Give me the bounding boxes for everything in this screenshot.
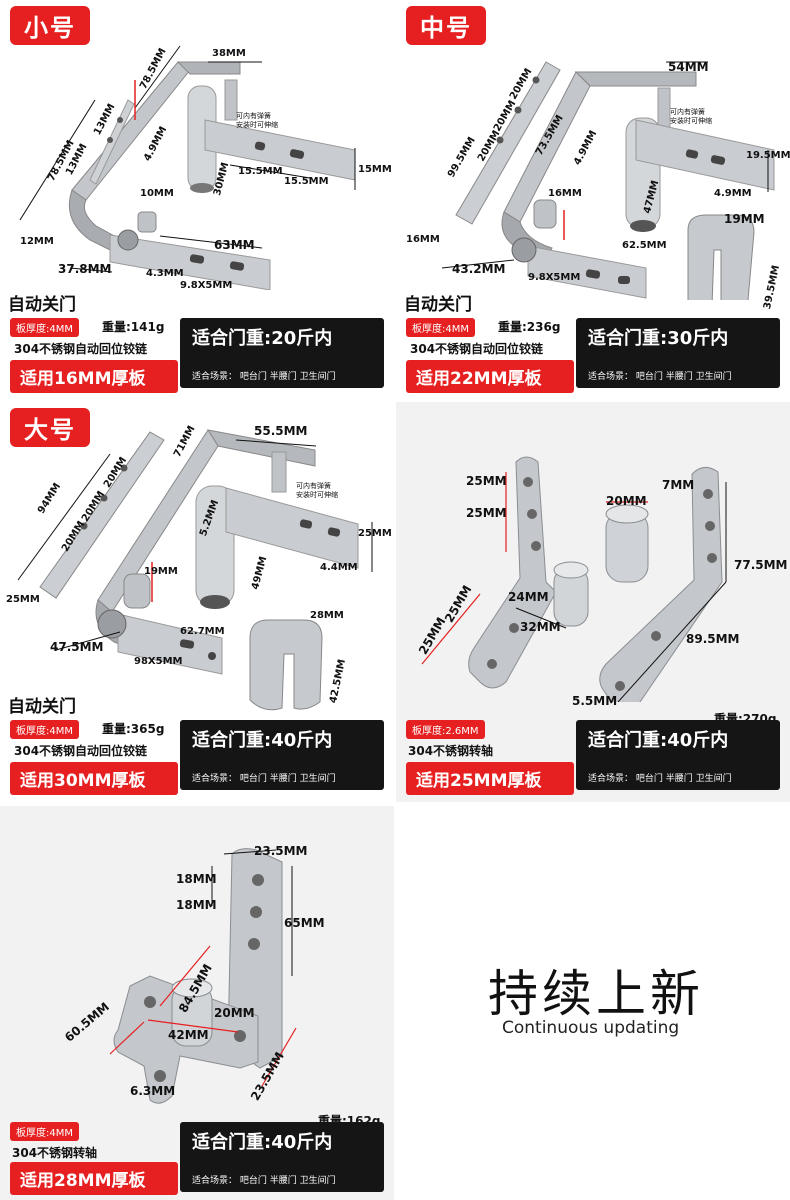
dim-label: 47.5MM [50,640,104,654]
dim-label: 5.5MM [572,694,618,708]
dim-label: 25MM [466,474,507,488]
dim-label: 15MM [358,164,392,175]
model-label: 304不锈钢自动回位铰链 [410,342,544,356]
dim-label: 77.5MM [734,558,788,572]
model-label: 304不锈钢转轴 [408,744,494,758]
dim-label: 25MM [466,506,507,520]
board-banner: 适用30MM厚板 [10,762,178,795]
dim-label: 16MM [406,234,440,245]
dim-label: 19.5MM [746,150,790,161]
product-title: 自动关门 [8,697,76,717]
dim-label: 65MM [284,916,325,930]
scene-label: 适合场景： 吧台门 半腰门 卫生间门 [192,372,336,382]
panel-medium: 中号 54MM 99.5MM 20MM 20MM 20MM 73.5MM 4.9… [396,0,790,400]
thickness-tag: 板厚度:4MM [10,720,79,739]
door-weight-box: 适合门重:40斤内 适合场景： 吧台门 半腰门 卫生间门 [180,720,384,790]
dim-label: 10MM [140,188,174,199]
door-weight: 适合门重:40斤内 [192,730,333,751]
dim-label: 9.8X5MM [180,280,233,291]
dim-label: 20MM [606,494,647,508]
dim-label: 98X5MM [134,656,183,667]
weight-label: 重量:236g [498,320,561,334]
door-weight: 适合门重:40斤内 [588,730,729,751]
pivot-illustration [421,456,727,702]
door-weight-box: 适合门重:40斤内 适合场景： 吧台门 半腰门 卫生间门 [180,1122,384,1192]
dim-label: 37.8MM [58,262,112,276]
panel-updating: 持续上新 Continuous updating [396,806,790,1200]
panel-large: 大号 71MM 55.5MM 94MM 20MM 20MM 20MM 5.2MM… [0,402,394,802]
dim-label: 20MM [214,1006,255,1020]
board-banner: 适用22MM厚板 [406,360,574,393]
updating-title: 持续上新 [488,965,704,1023]
spring-note: 可内有弹簧 安装时可伸缩 [670,108,712,125]
spring-note: 可内有弹簧 安装时可伸缩 [296,482,338,499]
product-title: 自动关门 [404,295,472,315]
dim-label: 89.5MM [686,632,740,646]
spring-note: 可内有弹簧 安装时可伸缩 [236,112,278,129]
dim-label: 25MM [6,594,40,605]
panel-pivot-a: 25MM 25MM 20MM 7MM 77.5MM 25MM 24MM 25MM… [396,402,790,802]
panel-pivot-b: 23.5MM 18MM 18MM 65MM 84.5MM 20MM 42MM 6… [0,806,394,1200]
scene-label: 适合场景： 吧台门 半腰门 卫生间门 [192,774,336,784]
thickness-tag: 板厚度:4MM [10,318,79,337]
hinge-illustration [441,61,775,300]
dim-label: 7MM [662,478,695,492]
door-weight-box: 适合门重:30斤内 适合场景： 吧台门 半腰门 卫生间门 [576,318,780,388]
model-label: 304不锈钢自动回位铰链 [14,342,148,356]
pivot-illustration [109,848,297,1104]
dim-label: 24MM [508,590,549,604]
panel-small: 小号 38MM 78.5MM 78.5MM 13MM 13 [0,0,394,400]
size-tag: 大号 [10,408,90,447]
dim-label: 28MM [310,610,344,621]
door-weight: 适合门重:20斤内 [192,328,333,349]
model-label: 304不锈钢转轴 [12,1146,98,1160]
dim-label: 4.3MM [146,268,184,279]
dim-label: 19MM [144,566,178,577]
dim-label: 63MM [214,238,255,252]
updating-subtitle: Continuous updating [502,1018,680,1038]
board-banner: 适用28MM厚板 [10,1162,178,1195]
thickness-tag: 板厚度:4MM [406,318,475,337]
dim-label: 18MM [176,872,217,886]
door-weight: 适合门重:40斤内 [192,1132,333,1153]
model-label: 304不锈钢自动回位铰链 [14,744,148,758]
dim-label: 62.7MM [180,626,225,637]
dim-label: 54MM [668,60,709,74]
dim-label: 15.5MM [284,176,329,187]
board-banner: 适用16MM厚板 [10,360,178,393]
scene-label: 适合场景： 吧台门 半腰门 卫生间门 [192,1176,336,1186]
thickness-tag: 板厚度:4MM [10,1122,79,1141]
weight-label: 重量:365g [102,722,165,736]
hinge-illustration [19,45,356,290]
weight-label: 重量:141g [102,320,165,334]
dim-label: 4.4MM [320,562,358,573]
board-banner: 适用25MM厚板 [406,762,574,795]
product-title: 自动关门 [8,295,76,315]
dim-label: 12MM [20,236,54,247]
dim-label: 32MM [520,620,561,634]
dim-label: 4.9MM [714,188,752,199]
scene-label: 适合场景： 吧台门 半腰门 卫生间门 [588,372,732,382]
dim-label: 23.5MM [254,844,308,858]
dim-label: 25MM [358,528,392,539]
dim-label: 16MM [548,188,582,199]
dim-label: 62.5MM [622,240,667,251]
door-weight-box: 适合门重:20斤内 适合场景： 吧台门 半腰门 卫生间门 [180,318,384,388]
door-weight-box: 适合门重:40斤内 适合场景： 吧台门 半腰门 卫生间门 [576,720,780,790]
hinge-illustration [17,429,373,711]
dim-label: 55.5MM [254,424,308,438]
size-tag: 中号 [406,6,486,45]
dim-label: 43.2MM [452,262,506,276]
dim-label: 15.5MM [238,166,283,177]
dim-label: 42MM [168,1028,209,1042]
dim-label: 38MM [212,48,246,59]
dim-label: 18MM [176,898,217,912]
thickness-tag: 板厚度:2.6MM [406,720,485,739]
dim-label: 19MM [724,212,765,226]
dim-label: 9.8X5MM [528,272,581,283]
size-tag: 小号 [10,6,90,45]
scene-label: 适合场景： 吧台门 半腰门 卫生间门 [588,774,732,784]
door-weight: 适合门重:30斤内 [588,328,729,349]
dim-label: 6.3MM [130,1084,176,1098]
